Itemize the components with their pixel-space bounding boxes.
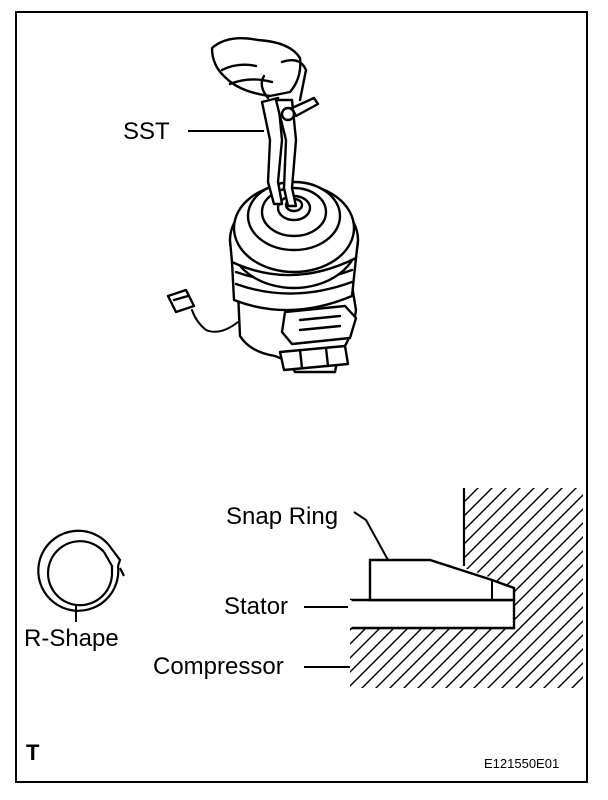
stator-shape: [350, 598, 516, 630]
snap-ring-leader-line: [353, 511, 389, 561]
sst-tool: [210, 37, 320, 208]
r-shape-ring: [37, 529, 125, 612]
compressor-label: Compressor: [153, 653, 284, 680]
cross-section: [348, 488, 583, 688]
r-shape-label: R-Shape: [24, 625, 119, 652]
figure-id: E121550E01: [484, 756, 559, 771]
compressor-illustration: [166, 180, 360, 374]
sst-label: SST: [123, 118, 170, 145]
stator-label: Stator: [224, 593, 288, 620]
corner-mark: T: [26, 740, 40, 765]
snap-ring-label: Snap Ring: [226, 503, 338, 530]
